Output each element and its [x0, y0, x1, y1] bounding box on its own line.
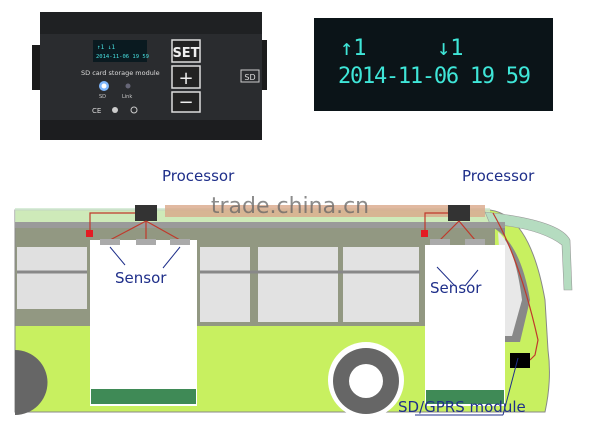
mirror: [484, 211, 573, 291]
processor-right-unit: [448, 205, 470, 221]
sd-gprs-module-unit: [510, 353, 530, 368]
door-right: [425, 245, 505, 406]
plus-button[interactable]: +: [171, 65, 201, 89]
device-cert_marks-0: CE: [92, 107, 101, 115]
connector-right: [421, 230, 428, 237]
set-button[interactable]: SET: [171, 39, 201, 63]
cert-icon: [130, 106, 138, 114]
door-left: [90, 240, 197, 406]
device-leds-1: Link: [122, 94, 132, 100]
device-mini_display_line1: ↑1 ↓1: [97, 44, 115, 51]
processor-left-unit: [135, 205, 157, 221]
datetime: 2014-11-06 19 59: [338, 64, 531, 89]
device-buttons-1: +: [178, 68, 193, 89]
cert-icon: [112, 107, 118, 113]
sd-slot: [240, 69, 260, 83]
device-buttons-0: SET: [172, 46, 199, 61]
sd-gprs-module-label: SD/GPRS module: [398, 398, 526, 416]
device-buttons-2: −: [178, 92, 193, 113]
mini-display: [93, 40, 147, 62]
device-mini_display_line2: 2014-11-06 19 59: [96, 54, 149, 60]
module-title: SD card storage module: [81, 69, 160, 77]
sensor-left-label: Sensor: [115, 269, 167, 287]
wheel-rear: [15, 350, 48, 415]
link-led-icon: [125, 83, 131, 89]
sensor-right-label: Sensor: [430, 279, 482, 297]
device-sd_slot_label: SD: [244, 73, 255, 82]
roof-duct: [165, 205, 485, 217]
minus-button[interactable]: −: [171, 91, 201, 113]
processor-left-label: Processor: [162, 167, 235, 185]
sensors: [100, 239, 485, 245]
sd-card-storage-module-device: ↑1 ↓1 2014-11-06 19 59 SD card storage m…: [32, 12, 267, 140]
up-count: ↑1: [340, 36, 367, 61]
watermark: trade.china.cn: [211, 194, 369, 219]
device-leds-0: SD: [99, 94, 106, 100]
processor-right-label: Processor: [462, 167, 535, 185]
down-count: ↓1: [437, 36, 464, 61]
bus-diagram: [14, 205, 573, 418]
connector-left: [86, 230, 93, 237]
led-display: ↑1 ↓1 2014-11-06 19 59: [314, 18, 553, 111]
